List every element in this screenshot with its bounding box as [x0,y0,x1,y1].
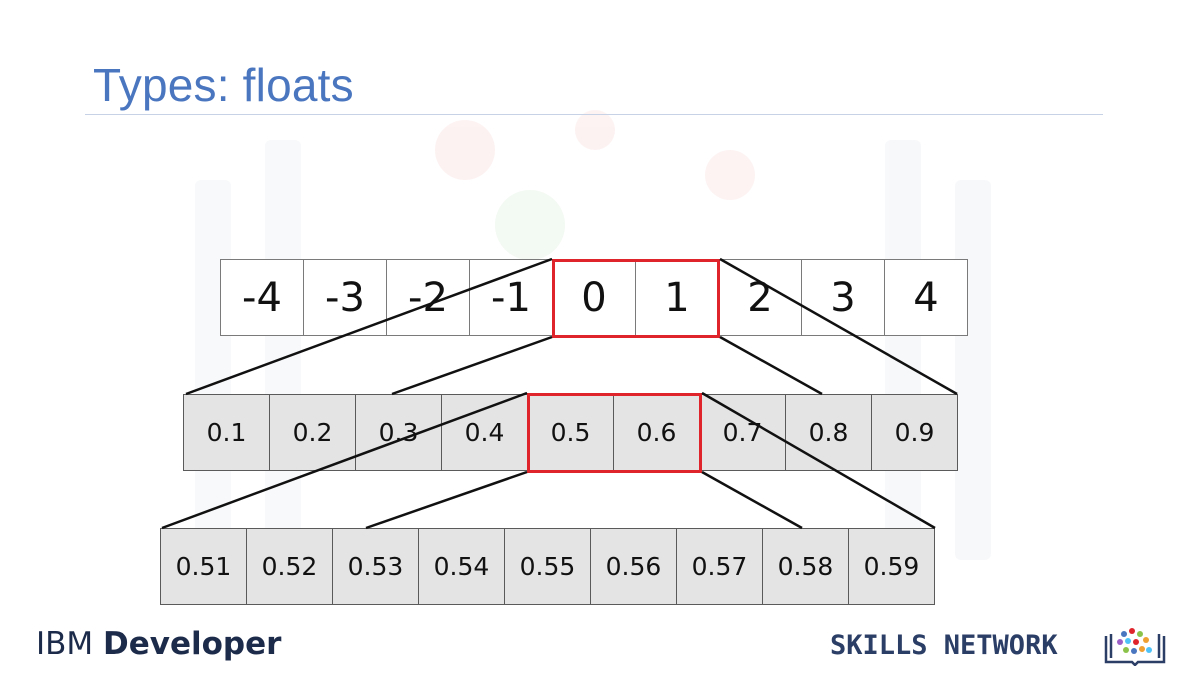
tenths-cell: 0.5 [527,394,614,471]
tenths-cell: 0.1 [183,394,270,471]
hundredths-cell: 0.55 [504,528,591,605]
tenths-cell: 0.7 [699,394,786,471]
skills-network-label: SKILLS NETWORK [830,630,1058,661]
integer-cell: 3 [801,259,885,336]
tenths-cell: 0.2 [269,394,356,471]
brand-name: Developer [103,626,282,662]
tenths-cell: 0.3 [355,394,442,471]
tenths-cell: 0.9 [871,394,958,471]
integer-cell: 0 [552,259,636,336]
tenths-cell: 0.6 [613,394,700,471]
hundredths-cell: 0.57 [676,528,763,605]
hundredths-cell: 0.51 [160,528,247,605]
integer-cell: -3 [303,259,387,336]
integer-cell: 1 [635,259,719,336]
hundredths-cell: 0.59 [848,528,935,605]
background-watermark [195,110,995,590]
integer-highlight-box [552,259,720,338]
title-divider [85,114,1103,115]
integer-cell: -2 [386,259,470,336]
hundredths-cell: 0.54 [418,528,505,605]
skills-network-book-icon [1104,628,1166,666]
hundredths-row: 0.51 0.52 0.53 0.54 0.55 0.56 0.57 0.58 … [160,528,935,605]
hundredths-cell: 0.53 [332,528,419,605]
integer-cell: -4 [220,259,304,336]
ibm-developer-logo: IBM Developer [36,626,281,662]
integer-cell: -1 [469,259,553,336]
slide-title: Types: floats [93,59,354,111]
integer-cell: 4 [884,259,968,336]
brand-prefix: IBM [36,626,94,662]
tenths-cell: 0.8 [785,394,872,471]
hundredths-cell: 0.52 [246,528,333,605]
hundredths-cell: 0.58 [762,528,849,605]
tenths-highlight-box [527,393,702,473]
integer-cell: 2 [718,259,802,336]
tenths-cell: 0.4 [441,394,528,471]
hundredths-cell: 0.56 [590,528,677,605]
